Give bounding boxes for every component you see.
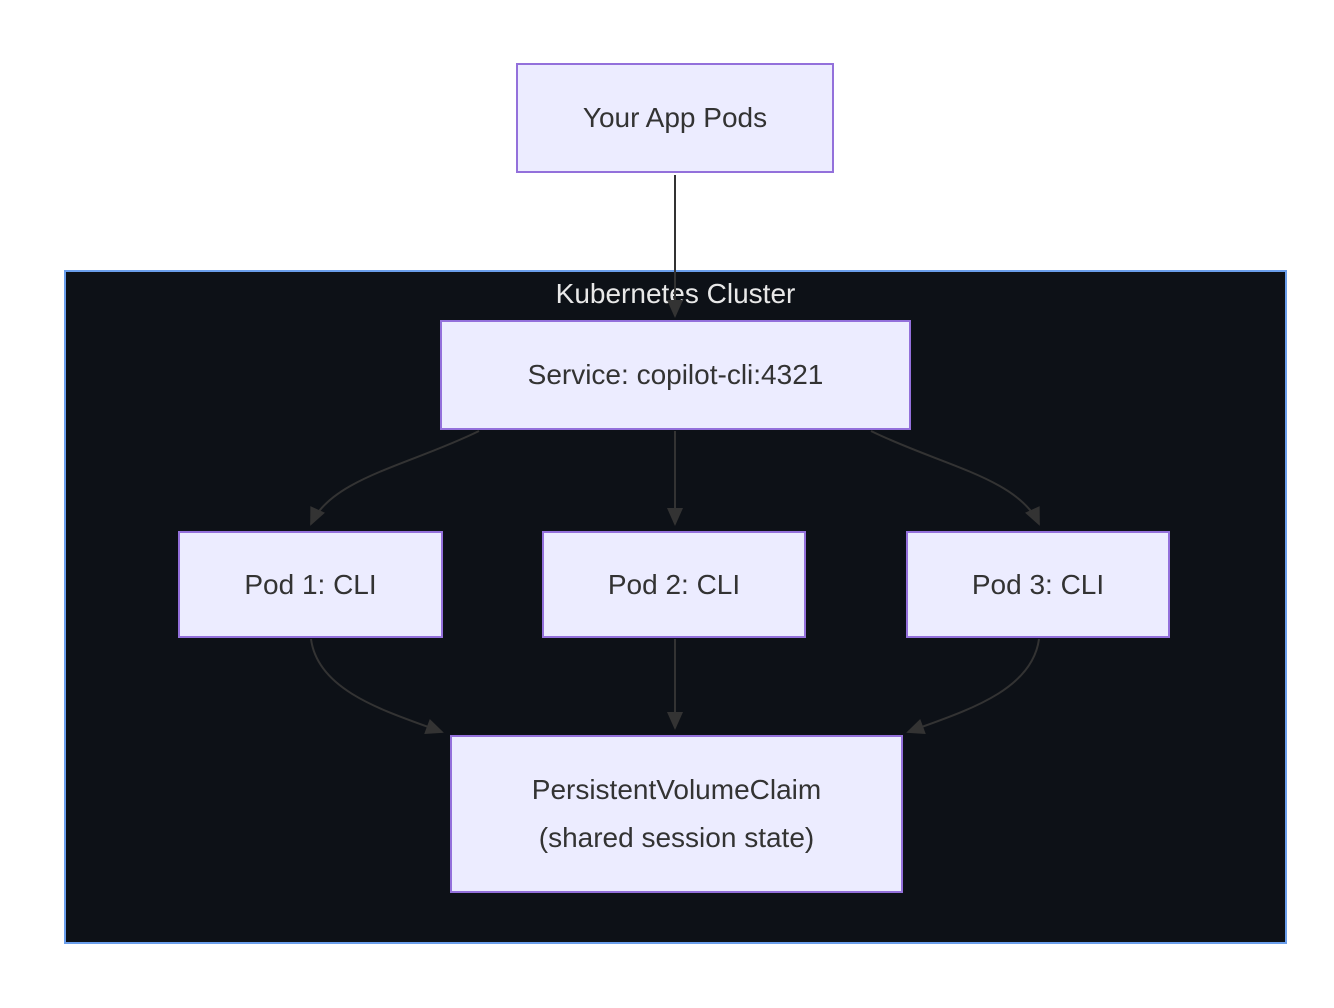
cluster-label: Kubernetes Cluster <box>555 278 796 309</box>
node-pod-3-cli: Pod 3: CLI <box>906 531 1170 638</box>
node-label: Pod 1: CLI <box>244 568 377 600</box>
node-your-app-pods: Your App Pods <box>516 63 834 173</box>
node-persistent-volume-claim: PersistentVolumeClaim (shared session st… <box>450 735 903 893</box>
node-pod-1-cli: Pod 1: CLI <box>178 531 443 638</box>
node-pod-2-cli: Pod 2: CLI <box>542 531 806 638</box>
node-label: Service: copilot-cli:4321 <box>527 359 824 390</box>
node-label: Pod 2: CLI <box>607 568 741 600</box>
node-service-copilot-cli: Service: copilot-cli:4321 <box>440 320 911 430</box>
node-label: Your App Pods <box>582 102 768 133</box>
node-label-line1: PersistentVolumeClaim <box>531 774 822 805</box>
node-label: Pod 3: CLI <box>971 568 1105 600</box>
node-label-line2: (shared session state) <box>538 822 815 853</box>
